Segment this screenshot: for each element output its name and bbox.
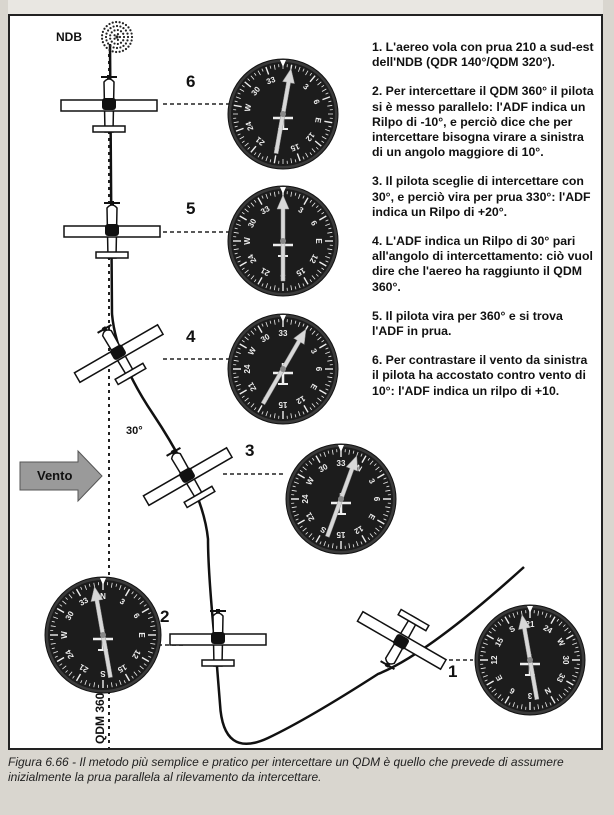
compass-card-label: 15: [289, 142, 301, 154]
flight-path: [108, 43, 525, 746]
compass-card-label: 6: [309, 219, 319, 228]
compass-card-label: E: [366, 512, 377, 522]
compass-card-label: 30: [561, 656, 570, 665]
compass-card-label: 3: [367, 477, 377, 486]
compass-card-label: 33: [337, 459, 346, 468]
note-1: 1. L'aereo vola con prua 210 a sud-est d…: [372, 40, 594, 70]
step-number-4: 4: [186, 327, 196, 346]
compass-card-label: S: [508, 624, 518, 635]
ndb-beacon-icon: [101, 20, 134, 54]
compass-card-label: S: [100, 669, 106, 678]
compass-card-label: E: [137, 632, 146, 638]
airplane-icon-2: [169, 608, 267, 667]
compass-card-label: N: [100, 592, 106, 601]
compass-card-label: W: [243, 103, 253, 112]
compass-card-label: 33: [279, 329, 288, 338]
step-number-5: 5: [186, 199, 195, 218]
note-5: 5. Il pilota vira per 360° e si trova l'…: [372, 308, 563, 339]
compass-card-label: 3: [118, 597, 127, 607]
note-4: 4. L'ADF indica un Rilpo di 30° pari all…: [372, 234, 593, 294]
airplane-icon-4: [60, 302, 175, 402]
compass-card-label: 3: [527, 691, 532, 700]
compass-card-label: W: [304, 475, 316, 486]
compass-card-label: 24: [244, 120, 256, 132]
airplane-icon-6: [60, 74, 158, 133]
note-2: 2. Per intercettare il QDM 360° il pilot…: [372, 84, 594, 160]
compass-card-label: 6: [314, 367, 323, 372]
qdm-label: QDM 360°: [93, 688, 107, 744]
compass-card-label: 15: [336, 530, 345, 539]
compass-card-label: N: [354, 463, 364, 474]
compass-card-label: W: [555, 637, 567, 648]
compass-card-label: 21: [526, 620, 535, 629]
note-6: 6. Per contrastare il vento da sinistra …: [372, 353, 588, 398]
intercept-angle-label: 30°: [126, 425, 143, 437]
compass-card-label: N: [543, 685, 553, 696]
compass-card-label: E: [494, 673, 505, 683]
compass-card-label: 24: [243, 364, 252, 373]
step-number-6: 6: [186, 72, 195, 91]
compass-card-label: 6: [131, 612, 141, 621]
compass-card-label: 24: [301, 494, 310, 503]
airplane-icon-5: [63, 200, 161, 259]
compass-card-label: 6: [508, 685, 517, 695]
compass-card-label: W: [60, 631, 69, 639]
ndb-label: NDB: [56, 30, 82, 44]
compass-card-label: 3: [297, 205, 306, 215]
compass-card-label: 6: [372, 497, 381, 502]
step-number-1: 1: [448, 662, 457, 681]
compass-card-label: 12: [490, 655, 499, 664]
step-number-3: 3: [245, 441, 254, 460]
previous-page-strip: [8, 0, 603, 14]
figure-caption: Figura 6.66 - Il metodo più semplice e p…: [8, 755, 564, 784]
compass-card-label: E: [308, 382, 319, 392]
compass-card-label: 6: [311, 98, 321, 106]
compass-card-label: W: [243, 237, 252, 245]
compass-card-label: E: [313, 117, 323, 124]
note-3: 3. Il pilota sceglie di intercettare con…: [372, 174, 591, 219]
compass-card-label: E: [314, 238, 323, 244]
explanation-notes: 1. L'aereo vola con prua 210 a sud-est d…: [372, 40, 594, 413]
compass-card-label: 15: [278, 400, 287, 409]
airplane-icon-3: [129, 425, 244, 525]
compass-card-label: 3: [309, 347, 319, 356]
compass-card-label: 3: [301, 82, 311, 92]
intercept-diagram: NDB Vento 30° QDM 360° 6 5 4 3 2 1 N36E1…: [19, 20, 586, 750]
step-number-2: 2: [160, 607, 169, 626]
compass-card-label: W: [246, 345, 258, 356]
airplane-icon-1: [343, 592, 458, 692]
wind-label: Vento: [37, 468, 72, 483]
compass-card-label: 33: [265, 75, 277, 87]
wind-arrow: Vento: [19, 449, 103, 503]
compass-card-label: S: [318, 524, 328, 535]
